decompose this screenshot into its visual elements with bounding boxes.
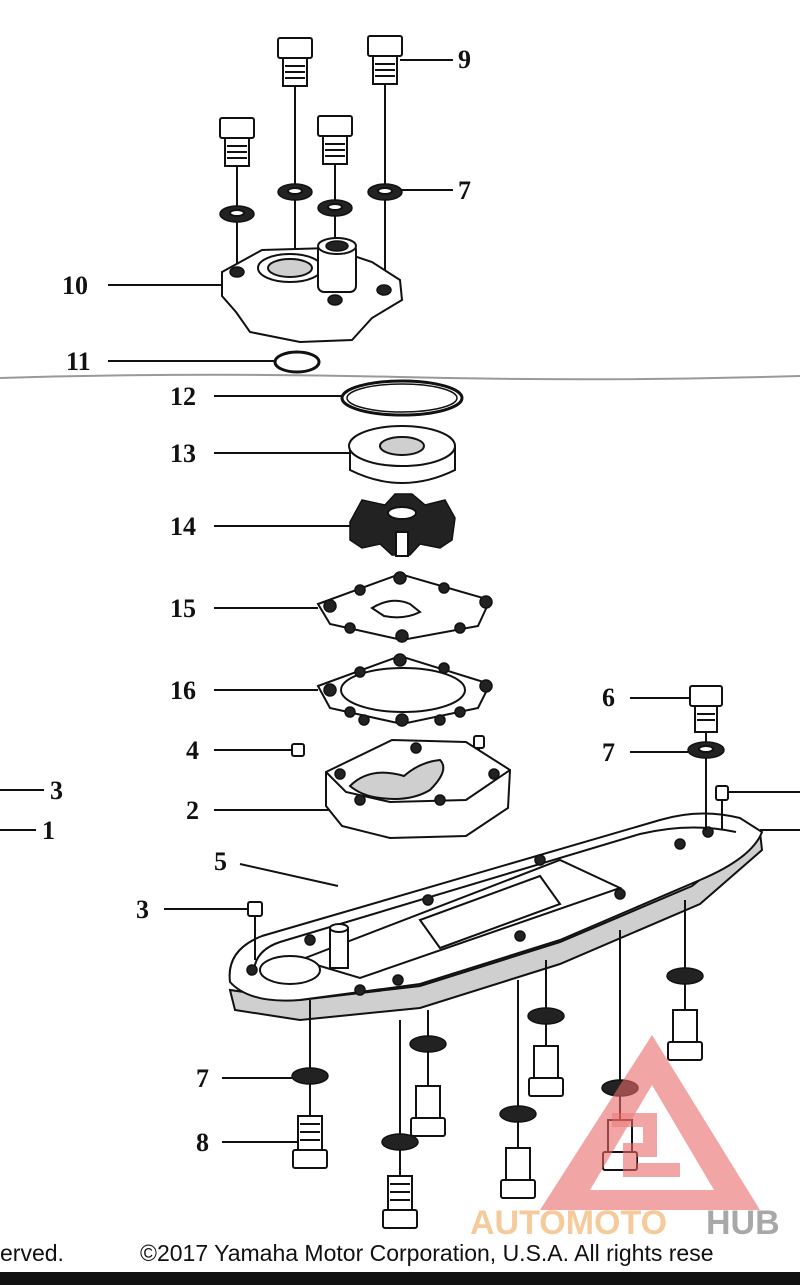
footer-copyright-text: ©2017 Yamaha Motor Corporation, U.S.A. A… <box>140 1240 714 1266</box>
callout-7-lower: 7 <box>196 1064 209 1093</box>
dowel-part-5 <box>329 923 349 969</box>
callout-1: 1 <box>42 816 55 845</box>
washer-hole <box>229 209 245 217</box>
watermark-text-hub: HUB <box>706 1204 780 1242</box>
gasket-part-15 <box>316 571 493 643</box>
seal-ring-part-12 <box>340 379 464 417</box>
bottom-border-bar <box>0 1272 800 1285</box>
callout-6: 6 <box>602 683 615 712</box>
base-plate-part-1 <box>228 812 764 1022</box>
leader-lines <box>0 59 800 1143</box>
callout-11: 11 <box>66 347 91 376</box>
callout-4: 4 <box>186 736 199 765</box>
pump-housing-part-10 <box>221 237 404 344</box>
callout-7-right: 7 <box>602 738 615 767</box>
callout-13: 13 <box>170 439 196 468</box>
bolt-part-9-b <box>367 35 403 290</box>
callout-16: 16 <box>170 676 196 705</box>
plate-part-2 <box>325 738 512 840</box>
seal-ring-inner <box>346 383 458 413</box>
callout-7-top: 7 <box>458 176 471 205</box>
bolt-part-6 <box>689 685 723 830</box>
watermark-logo-mark <box>612 1113 680 1177</box>
callout-15: 15 <box>170 594 196 623</box>
callout-2: 2 <box>186 796 199 825</box>
callout-3-lower: 3 <box>136 895 149 924</box>
washer-hole <box>327 203 343 211</box>
callout-3-left: 3 <box>50 776 63 805</box>
washer-hole <box>377 187 393 195</box>
washer-hole <box>698 745 714 753</box>
callout-12: 12 <box>170 382 196 411</box>
automotohub-watermark: AUTOMOTO HUB <box>470 1035 780 1242</box>
callout-10: 10 <box>62 271 88 300</box>
bolt-part-9-c <box>219 117 255 270</box>
callout-5: 5 <box>214 847 227 876</box>
washer-hole <box>287 187 303 195</box>
watermark-triangle-logo <box>540 1035 760 1210</box>
gasket-part-16 <box>316 653 493 727</box>
scan-seam-line <box>0 373 800 381</box>
callout-14: 14 <box>170 512 196 541</box>
pin-part-3-b <box>715 785 729 801</box>
impeller-housing-part-13 <box>348 425 456 484</box>
impeller-part-14 <box>349 493 456 557</box>
bolt-part-9-d <box>317 115 353 300</box>
callout-9: 9 <box>458 45 471 74</box>
footer-left-text: erved. <box>0 1240 64 1266</box>
pin-part-3-a <box>247 901 263 917</box>
o-ring-part-11 <box>273 350 321 374</box>
watermark-text-automoto: AUTOMOTO <box>470 1204 667 1242</box>
callout-8: 8 <box>196 1128 209 1157</box>
bolt-part-9-a <box>277 37 313 250</box>
copyright-footer: erved. ©2017 Yamaha Motor Corporation, U… <box>0 1238 800 1272</box>
